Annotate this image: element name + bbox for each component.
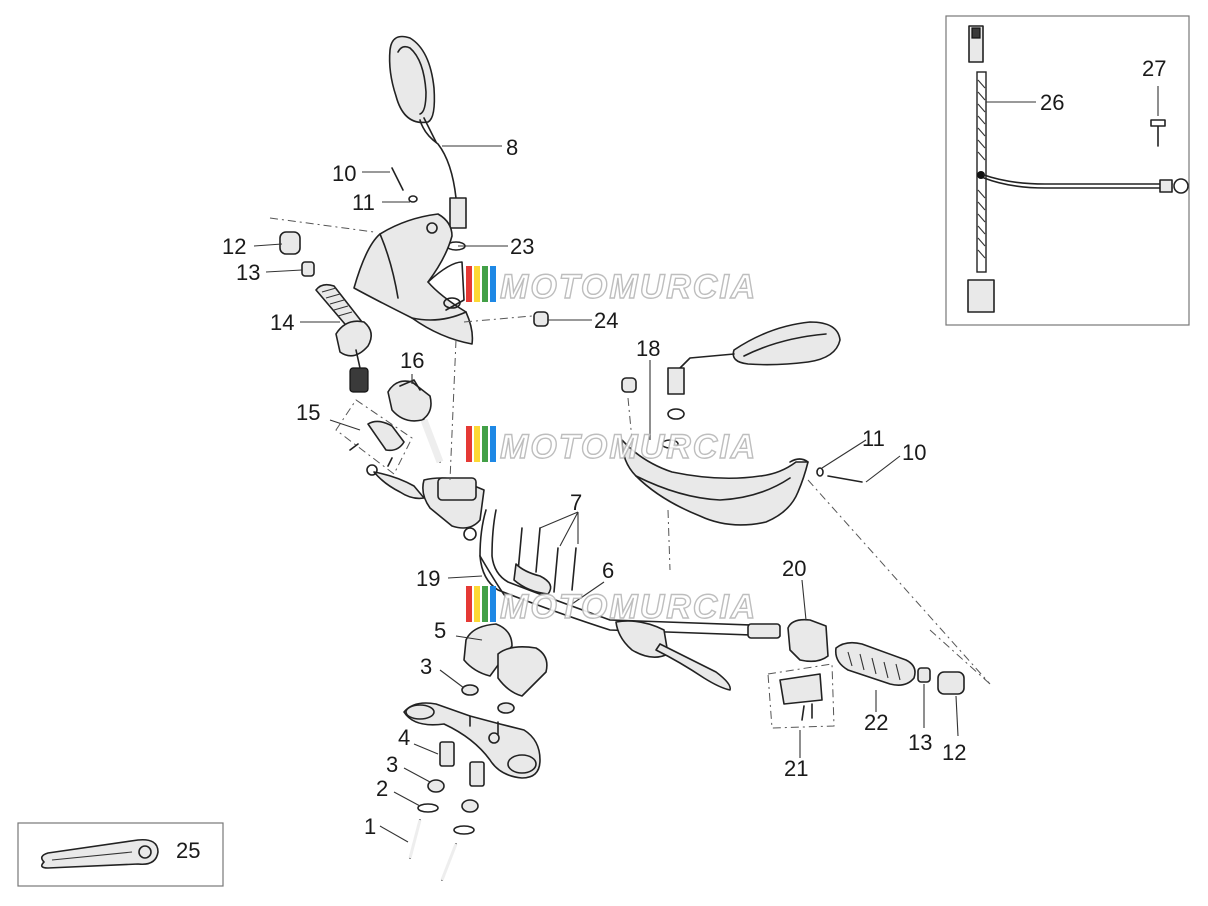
callout-18: 18 xyxy=(636,336,660,361)
watermark-stripe xyxy=(474,586,480,622)
callout-19: 19 xyxy=(416,566,440,591)
callout-labels: 8 10 11 12 13 23 14 24 16 18 15 11 10 7 … xyxy=(176,56,1166,863)
watermark-stripe xyxy=(466,586,472,622)
callout-11: 11 xyxy=(352,190,375,215)
risers-5 xyxy=(461,623,548,714)
watermark-stripe xyxy=(490,586,496,622)
left-hand-guard xyxy=(353,213,474,345)
stem-bolts xyxy=(408,741,485,881)
watermark-stripe xyxy=(482,426,488,462)
alignment-lines xyxy=(269,217,991,685)
inset-tool xyxy=(17,822,224,887)
callout-8: 8 xyxy=(506,135,518,160)
callout-20: 20 xyxy=(782,556,806,581)
handlebar xyxy=(479,509,781,639)
watermark-text: MOTOMURCIA xyxy=(500,428,757,466)
inset-wiring-harness xyxy=(945,15,1190,326)
callout-3: 3 xyxy=(420,654,432,679)
callout-12-right: 12 xyxy=(942,740,966,765)
triple-clamp xyxy=(403,702,541,779)
callout-2: 2 xyxy=(376,776,388,801)
left-grip-assembly xyxy=(279,231,372,393)
callout-27: 27 xyxy=(1142,56,1166,81)
callout-4: 4 xyxy=(398,725,410,750)
callout-13: 13 xyxy=(236,260,260,285)
callout-21: 21 xyxy=(784,756,808,781)
right-mirror xyxy=(667,321,841,420)
right-lever-brake xyxy=(615,620,732,691)
watermark-stripe xyxy=(466,426,472,462)
callout-14: 14 xyxy=(270,310,294,335)
watermark-stripe xyxy=(482,266,488,302)
left-lever-clutch xyxy=(366,418,485,541)
left-mirror xyxy=(388,35,467,251)
callout-1: 1 xyxy=(364,814,376,839)
watermark-3: MOTOMURCIA xyxy=(466,586,757,627)
right-grip-assembly xyxy=(834,641,965,695)
left-switch-assembly xyxy=(335,379,432,475)
right-hand-guard xyxy=(621,439,809,526)
callout-25: 25 xyxy=(176,838,200,863)
callout-10: 10 xyxy=(332,161,356,186)
callout-11-right: 11 xyxy=(862,426,885,451)
callout-12: 12 xyxy=(222,234,246,259)
callout-22: 22 xyxy=(864,710,888,735)
callout-5: 5 xyxy=(434,618,446,643)
callout-6: 6 xyxy=(602,558,614,583)
watermark-stripe xyxy=(474,266,480,302)
callout-13-right: 13 xyxy=(908,730,932,755)
watermark-stripe xyxy=(490,426,496,462)
right-switch-assembly xyxy=(767,618,835,729)
watermark-1: MOTOMURCIA xyxy=(466,266,757,307)
callout-16: 16 xyxy=(400,348,424,373)
watermark-stripe xyxy=(482,586,488,622)
callout-26: 26 xyxy=(1040,90,1064,115)
callout-10-right: 10 xyxy=(902,440,926,465)
callout-3-lower: 3 xyxy=(386,752,398,777)
watermark-stripe xyxy=(466,266,472,302)
callout-15: 15 xyxy=(296,400,320,425)
watermark-stripe xyxy=(490,266,496,302)
callout-24: 24 xyxy=(594,308,618,333)
watermark-stripe xyxy=(474,426,480,462)
watermark-2: MOTOMURCIA xyxy=(466,426,757,467)
callout-7: 7 xyxy=(570,490,582,515)
callout-23: 23 xyxy=(510,234,534,259)
bolts-7 xyxy=(513,527,577,595)
watermark-text: MOTOMURCIA xyxy=(500,588,757,626)
leader-lines xyxy=(253,86,1159,843)
watermark-text: MOTOMURCIA xyxy=(500,268,757,306)
